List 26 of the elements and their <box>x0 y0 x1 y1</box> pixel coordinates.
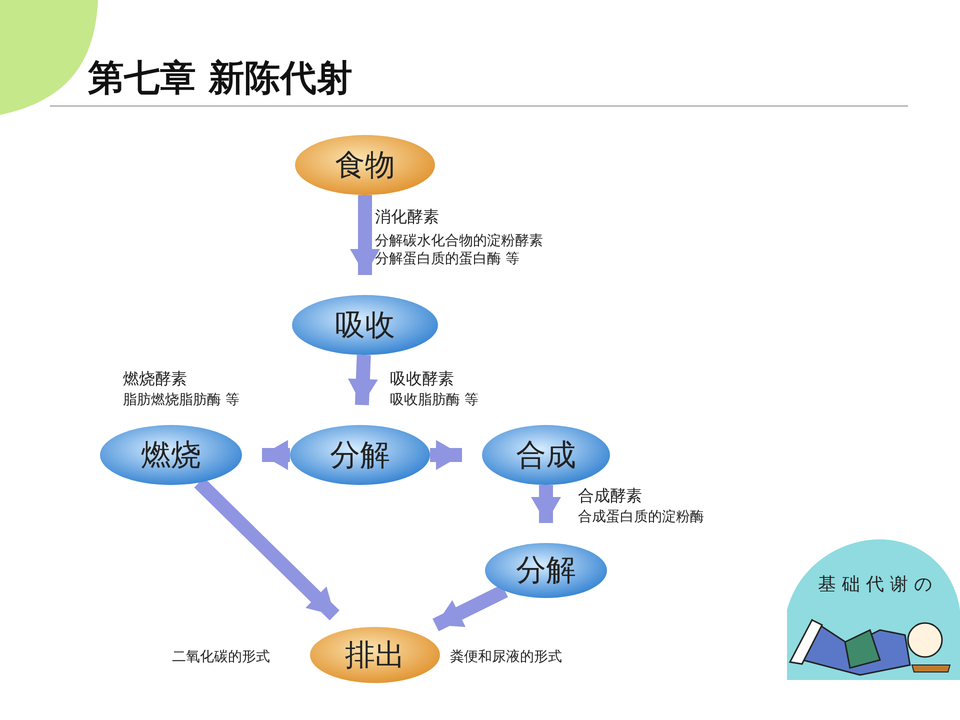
note-text: 二氧化碳的形式 <box>172 648 270 666</box>
annotation-text: 脂肪燃烧脂肪酶 等 <box>123 391 240 409</box>
oval-node: 食物 <box>295 135 435 195</box>
arrow <box>531 485 561 523</box>
oval-node: 排出 <box>310 627 440 683</box>
annotation-text: 合成蛋白质的淀粉酶 <box>578 508 704 526</box>
annotation-text: 燃烧酵素 <box>123 369 187 390</box>
oval-node: 合成 <box>482 425 610 485</box>
page-title: 第七章 新陈代射 <box>88 57 353 101</box>
arrow <box>348 354 378 406</box>
annotation-text: 吸收酵素 <box>390 369 454 390</box>
oval-node: 分解 <box>290 425 430 485</box>
handwritten-text: 基础代谢の <box>818 573 938 596</box>
annotation-text: 分解碳水化合物的淀粉酵素 <box>375 232 543 250</box>
annotation-text: 消化酵素 <box>375 207 439 228</box>
arrow <box>432 584 508 632</box>
annotation-text: 吸收脂肪酶 等 <box>390 391 478 409</box>
oval-node: 燃烧 <box>100 425 242 485</box>
arrow <box>350 195 380 275</box>
oval-node: 吸收 <box>292 295 438 355</box>
arrow <box>430 440 462 470</box>
annotation-text: 分解蛋白质的蛋白酶 等 <box>375 250 520 268</box>
arrow <box>262 440 290 470</box>
note-text: 粪便和尿液的形式 <box>450 648 562 666</box>
annotation-text: 合成酵素 <box>578 486 642 507</box>
oval-node: 分解 <box>485 543 607 598</box>
